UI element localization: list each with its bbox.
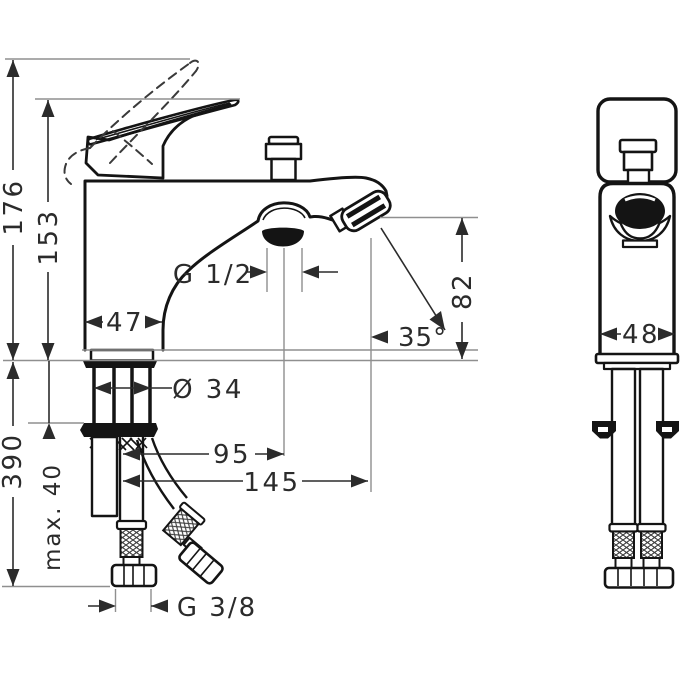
dim-overall-height: 176 [0, 60, 29, 360]
supply-hose-straight [118, 437, 145, 523]
dim-spout-outlet-height: 82 [448, 218, 478, 359]
dim-label-hose-offset: 95 [213, 440, 251, 470]
hose-collar-right [636, 522, 667, 533]
dim-label-body-depth: 47 [106, 308, 144, 338]
hose-neck-right [642, 557, 661, 569]
supply-pipe-right [638, 367, 665, 530]
dim-label-hand-shower-thread: G 1/2 [173, 260, 253, 290]
lever-blade-edge [95, 102, 231, 141]
hose-nut [110, 563, 158, 588]
spout-front-base [621, 239, 659, 249]
dim-spout-angle: 35° [371, 227, 447, 353]
dim-hand-shower-thread: G 1/2 [173, 260, 338, 290]
lever-handle [84, 103, 232, 180]
dim-label-spout-height: 82 [448, 272, 478, 310]
hose-collar [115, 519, 148, 531]
diverter-knob-side [264, 135, 303, 182]
lever-blade [86, 98, 240, 146]
hand-shower-dome-inner [262, 207, 306, 221]
threaded-shank [92, 368, 152, 423]
dim-hose-reach: 145 [123, 468, 368, 498]
dim-max-mounting-thickness: max. 40 [40, 361, 66, 571]
dim-body-depth: 47 [85, 308, 162, 338]
dim-label-below-deck-depth: 390 [0, 432, 28, 489]
front-view [592, 97, 680, 589]
supply-pipe-left [610, 367, 637, 530]
dim-body-width: 48 [600, 320, 675, 350]
side-view [63, 59, 392, 588]
dim-supply-thread: G 3/8 [88, 593, 257, 623]
hose-nuts-front [603, 566, 675, 589]
hose-collar-left [608, 522, 639, 533]
hand-shower-connector [262, 227, 304, 247]
under-deck-flange [83, 361, 157, 368]
lever-raised-dashed [63, 59, 200, 185]
dim-label-height-to-handle: 153 [34, 208, 64, 265]
hose-braid-right [640, 530, 663, 559]
dim-label-body-width: 48 [622, 320, 660, 350]
reference-lines [2, 58, 478, 612]
shower-hose-diagonal [135, 437, 188, 510]
base-gasket [89, 348, 155, 362]
diverter-knob-front [618, 138, 658, 185]
faucet-body-outline [83, 175, 389, 352]
mounting-clamp [80, 423, 158, 437]
aerator-cap [340, 189, 392, 233]
dim-hose-offset: 95 [123, 440, 284, 470]
mounting-clip-left [592, 421, 616, 439]
spout-front-outlet [615, 193, 665, 229]
spout-underside [161, 201, 346, 352]
shower-hose-braid [161, 501, 206, 547]
dim-height-to-handle: 153 [34, 100, 64, 360]
dim-label-spout-angle: 35° [398, 323, 447, 353]
dim-shank-diameter: Ø 34 [94, 375, 244, 405]
threaded-rod [90, 435, 119, 518]
mounting-clip-right [656, 421, 679, 439]
spout-highlight [624, 195, 656, 202]
base-flange-front [594, 352, 680, 365]
dim-label-max-mounting: max. 40 [40, 463, 66, 571]
dim-label-supply-thread: G 3/8 [177, 593, 257, 623]
hose-neck-left [614, 557, 633, 569]
hose-braid [119, 528, 144, 558]
hose-braid-left [612, 530, 635, 559]
dim-label-shank-diameter: Ø 34 [172, 375, 244, 405]
dim-label-hose-reach: 145 [243, 468, 300, 498]
dimensions: 176 153 390 max. 40 82 [0, 60, 675, 623]
dim-label-overall-height: 176 [0, 178, 29, 235]
dim-below-deck-depth: 390 [0, 362, 28, 586]
base-gasket-front [602, 361, 672, 371]
shower-hose-nut [178, 541, 224, 585]
